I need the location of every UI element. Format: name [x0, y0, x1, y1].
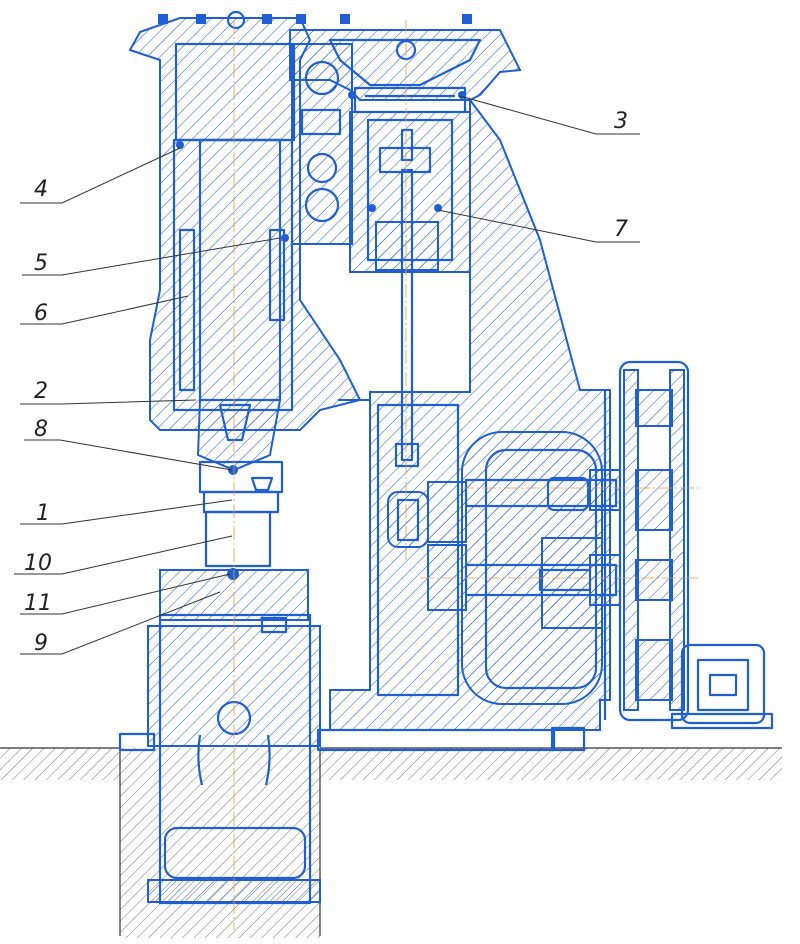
callout-8: 8 — [34, 417, 48, 442]
callout-11: 11 — [24, 591, 52, 616]
callout-9: 9 — [34, 631, 48, 656]
callout-1: 1 — [36, 501, 50, 526]
callouts: 4 5 6 2 8 1 10 11 9 3 7 — [24, 109, 628, 656]
electric-motor — [670, 643, 774, 730]
callout-10: 10 — [24, 551, 52, 576]
working-cylinder — [128, 17, 362, 472]
piston-rod — [387, 168, 429, 548]
foundation — [0, 747, 782, 938]
callout-3: 3 — [614, 109, 628, 134]
axis-lines — [233, 20, 700, 930]
ram — [198, 460, 284, 580]
valve-chest — [291, 43, 353, 245]
gear-train — [427, 469, 621, 629]
callout-7: 7 — [614, 217, 628, 242]
callout-2: 2 — [34, 379, 48, 404]
leader-lines — [14, 95, 640, 655]
callout-4: 4 — [34, 177, 48, 202]
callout-5: 5 — [34, 251, 48, 276]
flywheel — [603, 360, 690, 722]
callout-6: 6 — [34, 301, 48, 326]
